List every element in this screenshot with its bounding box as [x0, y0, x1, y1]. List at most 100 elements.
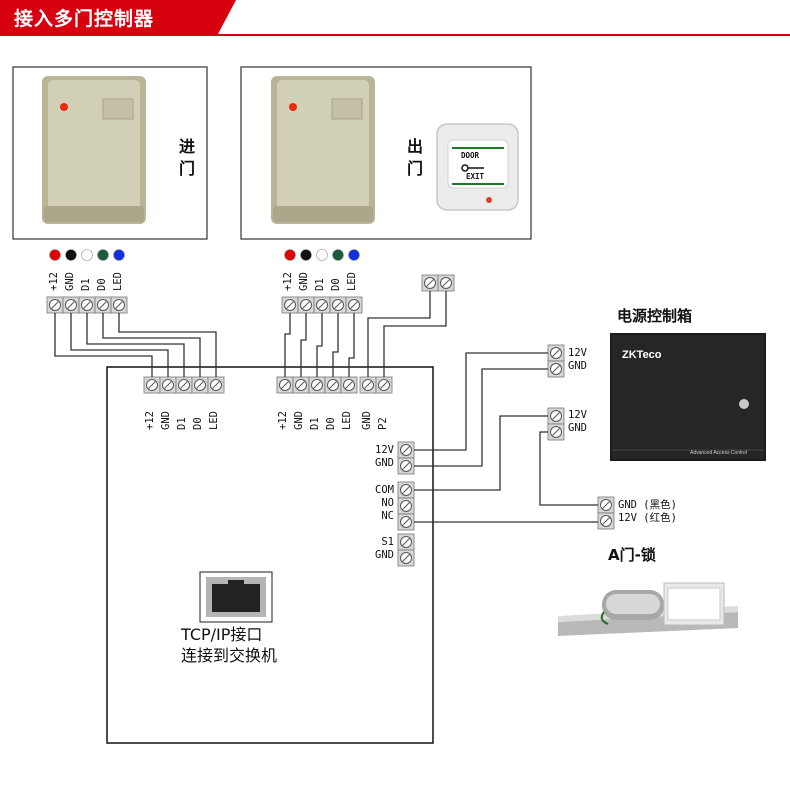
exit-wire-color-dots [284, 249, 360, 261]
screw-slot [602, 517, 610, 525]
exit-button-bottom-text: EXIT [466, 172, 485, 181]
wire-color-dot [81, 249, 93, 261]
wire [300, 313, 307, 377]
wire [348, 313, 355, 377]
lock-terminal-label: 12V (红色) [618, 512, 677, 524]
controller-power-labels: 12V GND [352, 444, 394, 470]
exit-button-top-text: DOOR [461, 151, 480, 160]
screw-slot [350, 301, 358, 309]
screw-slot [402, 486, 410, 494]
lock-terminal-labels: GND (黑色) 12V (红色) [618, 499, 677, 525]
relay-terminal-label: COM [375, 484, 394, 496]
lock-terminal-label: GND (黑色) [618, 499, 677, 511]
screw-slot [402, 502, 410, 510]
power-out-label: GND [568, 360, 587, 372]
network-port-label: TCP/IP接口 连接到交换机 [181, 624, 277, 666]
wire-color-dot [65, 249, 77, 261]
controller-terminal-label: GND [293, 411, 305, 430]
wire-color-dot [348, 249, 360, 261]
screw-slot [402, 518, 410, 526]
screw-slot [83, 301, 91, 309]
power-out1-labels: 12V GND [568, 347, 587, 373]
wire-color-dot [284, 249, 296, 261]
power-out-label: 12V [568, 409, 587, 421]
exit-wire-label: GND [298, 272, 310, 291]
network-line-2: 连接到交换机 [181, 646, 278, 665]
screw-slot [164, 381, 172, 389]
power-out-label: 12V [568, 347, 587, 359]
controller-terminal-label: GND [160, 411, 172, 430]
wire [102, 313, 201, 377]
controller-terminal-label: D1 [309, 417, 321, 430]
lock-title: A门-锁 [608, 546, 656, 564]
controller-terminal-label: D1 [176, 417, 188, 430]
wire [332, 313, 339, 377]
wire [86, 313, 185, 377]
exit-card-reader [271, 76, 375, 224]
screw-slot [180, 381, 188, 389]
controller-terminal-label: +12 [144, 411, 156, 430]
power-box-caption: Advanced Access Control [690, 450, 747, 456]
entry-label: 进门 [176, 138, 195, 182]
power-control-box [610, 333, 766, 461]
entry-wire-label: D1 [80, 278, 92, 291]
electric-lock [558, 582, 738, 636]
screw-slot [51, 301, 59, 309]
entry-wire-label: D0 [96, 278, 108, 291]
entry-card-reader [42, 76, 146, 224]
relay-terminal-label: NO [381, 497, 394, 509]
wire [367, 291, 431, 377]
exit-wire-label: +12 [282, 272, 294, 291]
screw-slot [334, 301, 342, 309]
power-terminal-label: 12V [375, 444, 394, 456]
entry-wire-color-dots [49, 249, 125, 261]
controller-terminal-label: P2 [377, 417, 389, 430]
screw-slot [286, 301, 294, 309]
wire-color-dot [49, 249, 61, 261]
screw-slot [115, 301, 123, 309]
controller-relay-labels: COM NO NC [352, 484, 394, 523]
network-line-1: TCP/IP接口 [181, 625, 263, 644]
controller-terminal-label: D0 [192, 417, 204, 430]
exit-wire-label: D0 [330, 278, 342, 291]
wire [414, 368, 548, 467]
page-title: 接入多门控制器 [14, 8, 155, 30]
power-out2-labels: 12V GND [568, 409, 587, 435]
sensor-terminal-label: GND [375, 549, 394, 561]
screw-slot [402, 538, 410, 546]
screw-slot [148, 381, 156, 389]
controller-terminal-label: D0 [325, 417, 337, 430]
screw-slot [402, 554, 410, 562]
header-divider [0, 34, 790, 36]
screw-slot [67, 301, 75, 309]
screw-slot [313, 381, 321, 389]
controller-terminal-label: +12 [277, 411, 289, 430]
screw-slot [318, 301, 326, 309]
screw-slot [329, 381, 337, 389]
exit-button-device [436, 123, 519, 211]
screw-slot [212, 381, 220, 389]
sensor-terminal-label: S1 [381, 536, 394, 548]
wire [284, 313, 291, 377]
controller-terminal-label: GND [361, 411, 373, 430]
controller-board [106, 366, 434, 744]
screw-slot [552, 428, 560, 436]
entry-wire-label: +12 [48, 272, 60, 291]
exit-wire-label: LED [346, 272, 358, 291]
wire [539, 431, 598, 506]
exit-label: 出门 [404, 138, 423, 182]
wire [70, 313, 169, 377]
screw-slot [99, 301, 107, 309]
screw-slot [442, 279, 450, 287]
wire-color-dot [113, 249, 125, 261]
screw-slot [380, 381, 388, 389]
wire [414, 352, 548, 451]
wire [414, 415, 548, 491]
wire [118, 313, 217, 377]
entry-wire-label: LED [112, 272, 124, 291]
screw-slot [552, 349, 560, 357]
screw-slot [196, 381, 204, 389]
screw-slot [552, 365, 560, 373]
power-box-title: 电源控制箱 [617, 307, 693, 325]
